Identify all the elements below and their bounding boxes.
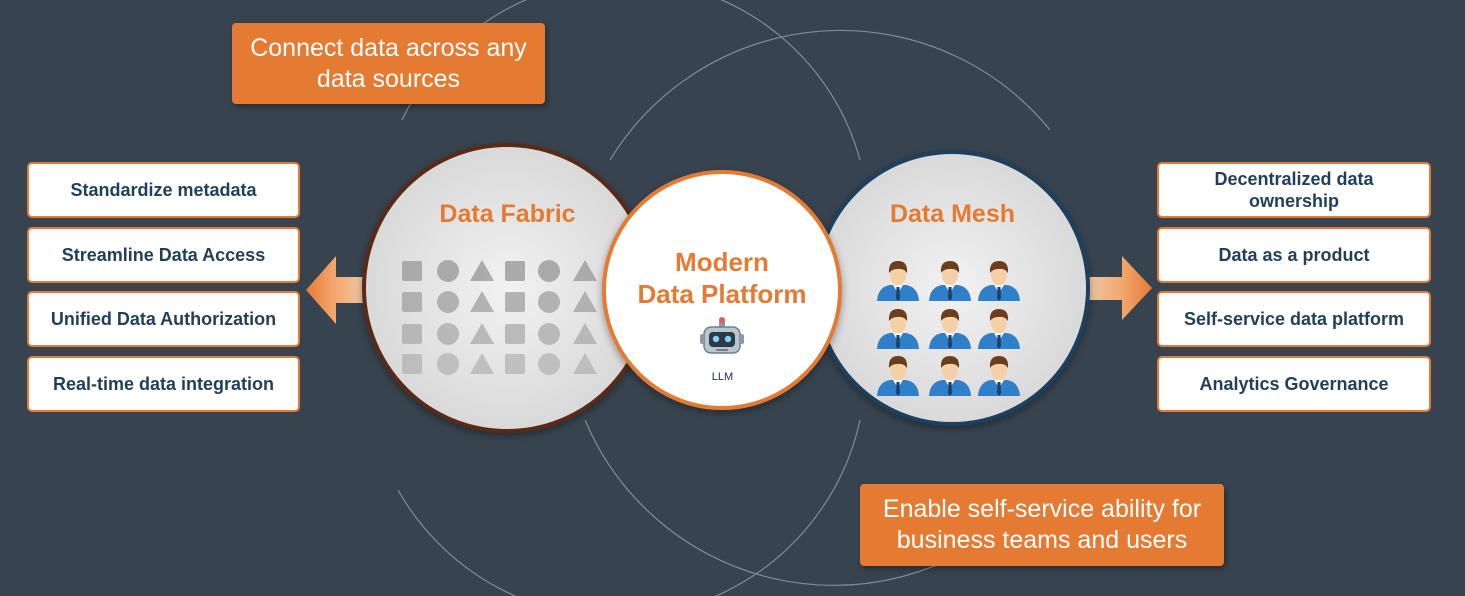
fabric-feature-label: Unified Data Authorization <box>50 309 277 329</box>
triangle-shape-icon <box>470 323 494 344</box>
data-shapes-grid <box>402 260 597 375</box>
modern-data-platform-title: Modern Data Platform <box>602 246 842 310</box>
person-icon <box>929 356 971 396</box>
triangle-shape-icon <box>573 353 597 374</box>
circle-shape-icon <box>538 260 560 282</box>
platform-title-line-1: Modern <box>675 247 769 277</box>
triangle-shape-icon <box>573 323 597 344</box>
person-icon <box>877 356 919 396</box>
triangle-shape-icon <box>573 291 597 312</box>
callout-connect-line-1: Connect data across any <box>250 33 527 62</box>
arc-left-bottom <box>397 419 861 596</box>
mesh-feature-label: Data as a product <box>1218 245 1370 265</box>
circle-shape-icon <box>538 291 560 313</box>
robot-icon <box>700 317 744 354</box>
llm-badge-label: LLM <box>711 371 734 383</box>
circle-shape-icon <box>437 260 459 282</box>
fabric-feature-box: Streamline Data Access <box>27 227 300 283</box>
modern-data-platform-circle <box>602 170 842 410</box>
mesh-feature-box: Decentralized data ownership <box>1157 162 1431 218</box>
arc-right <box>609 29 1051 161</box>
person-icon <box>978 356 1020 396</box>
circle-shape-icon <box>538 323 560 345</box>
callout-self-service-line-2: business teams and users <box>896 526 1188 554</box>
callout-connect-data: Connect data across any data sources <box>232 23 545 104</box>
person-icon <box>877 261 919 301</box>
square-shape-icon <box>402 324 422 344</box>
callout-self-service-line-1: Enable self-service ability for <box>882 495 1202 523</box>
person-icon <box>877 309 919 349</box>
circle-shape-icon <box>437 353 459 375</box>
circle-shape-icon <box>437 291 459 313</box>
mesh-feature-box: Analytics Governance <box>1157 356 1431 412</box>
data-mesh-title: Data Mesh <box>889 200 1016 228</box>
left-arrow <box>306 256 365 324</box>
circle-shape-icon <box>538 353 560 375</box>
square-shape-icon <box>402 354 422 374</box>
person-icon <box>929 309 971 349</box>
fabric-feature-box: Unified Data Authorization <box>27 291 300 347</box>
mesh-feature-label: Self-service data platform <box>1183 309 1405 329</box>
triangle-shape-icon <box>470 291 494 312</box>
person-icon <box>978 261 1020 301</box>
square-shape-icon <box>505 354 525 374</box>
mesh-feature-box: Data as a product <box>1157 227 1431 283</box>
mesh-feature-label: Decentralized data <box>1214 169 1374 189</box>
square-shape-icon <box>505 261 525 281</box>
triangle-shape-icon <box>470 260 494 281</box>
mesh-feature-label: Analytics Governance <box>1199 374 1389 394</box>
triangle-shape-icon <box>573 260 597 281</box>
data-fabric-title: Data Fabric <box>439 200 576 228</box>
fabric-feature-box: Standardize metadata <box>27 162 300 218</box>
square-shape-icon <box>505 324 525 344</box>
square-shape-icon <box>402 261 422 281</box>
fabric-feature-label: Standardize metadata <box>70 180 257 200</box>
fabric-feature-label: Real-time data integration <box>52 374 275 394</box>
fabric-feature-box: Real-time data integration <box>27 356 300 412</box>
fabric-feature-label: Streamline Data Access <box>61 245 266 265</box>
person-icon <box>978 309 1020 349</box>
square-shape-icon <box>505 292 525 312</box>
platform-title-line-2: Data Platform <box>637 279 807 309</box>
circle-shape-icon <box>437 323 459 345</box>
mesh-feature-label: ownership <box>1248 191 1339 211</box>
people-grid <box>877 261 1020 396</box>
mesh-feature-box: Self-service data platform <box>1157 291 1431 347</box>
triangle-shape-icon <box>470 353 494 374</box>
square-shape-icon <box>402 292 422 312</box>
right-arrow <box>1088 256 1152 320</box>
callout-self-service: Enable self-service ability for business… <box>860 484 1224 566</box>
callout-connect-line-2: data sources <box>316 64 461 93</box>
person-icon <box>929 261 971 301</box>
